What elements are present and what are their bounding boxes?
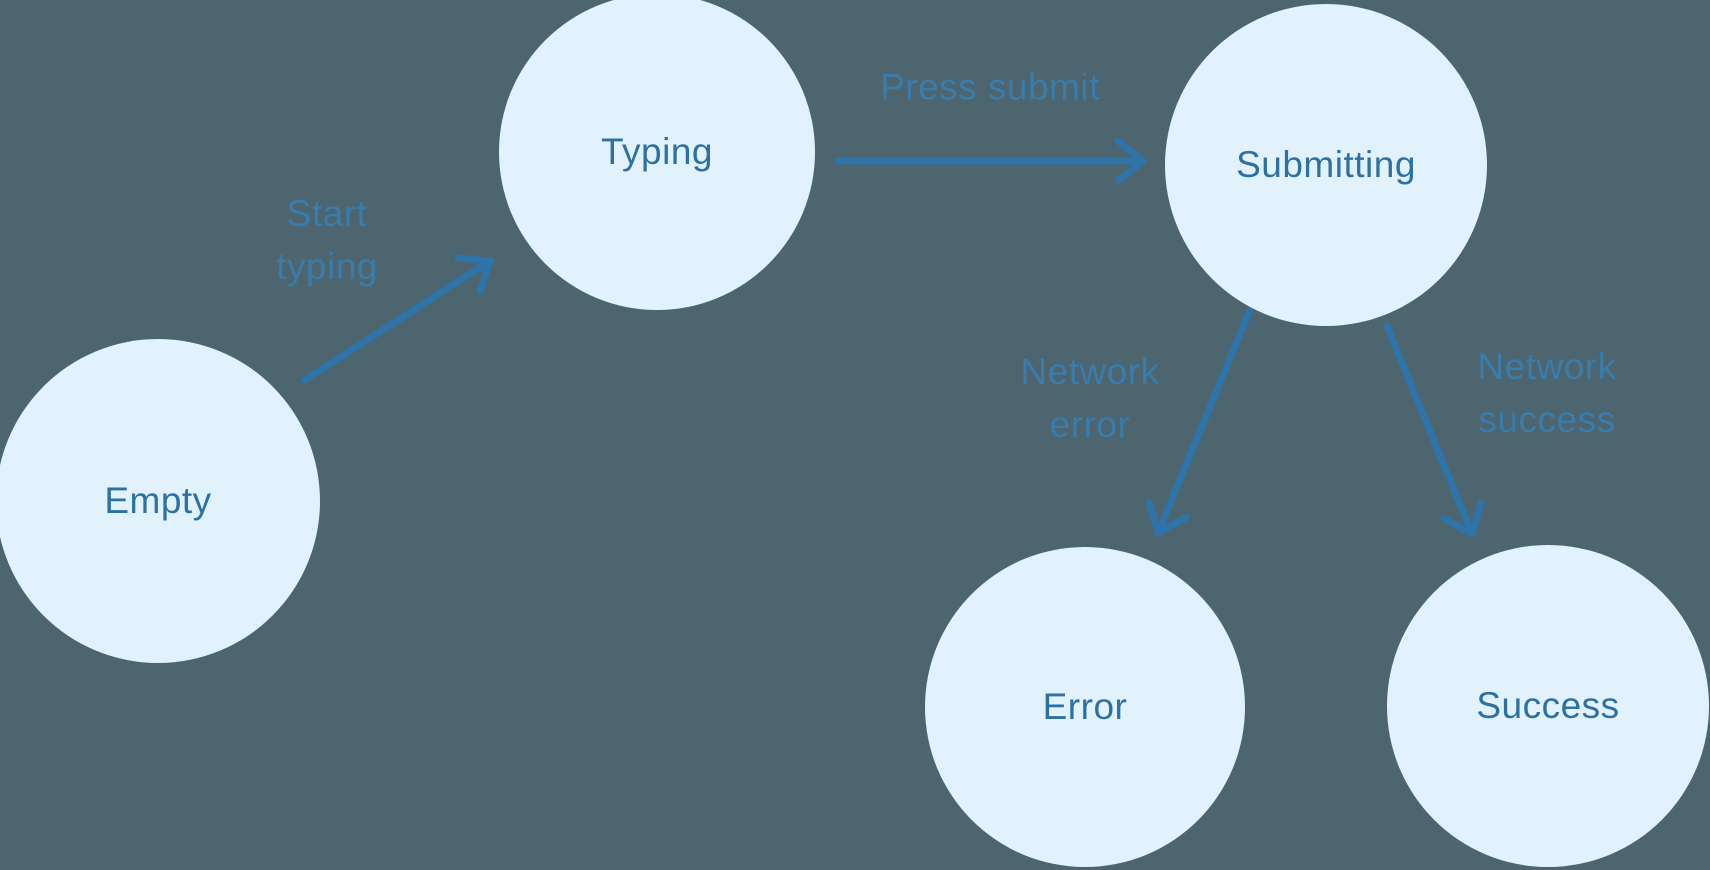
arrow-submitting-to-success bbox=[1383, 322, 1485, 538]
state-node-empty: Empty bbox=[0, 339, 320, 663]
state-label-error: Error bbox=[1042, 686, 1128, 727]
transition-label-line: typing bbox=[276, 246, 378, 287]
transition-label-line: Network bbox=[1477, 346, 1617, 387]
transition-label-line: error bbox=[1049, 404, 1131, 445]
transition-label-line: Network bbox=[1020, 351, 1160, 392]
state-node-error: Error bbox=[925, 547, 1245, 867]
state-label-typing: Typing bbox=[600, 131, 713, 172]
transition-label-start-typing: Start typing bbox=[276, 187, 378, 293]
transition-label-line: Start bbox=[286, 193, 368, 234]
state-node-submitting: Submitting bbox=[1165, 4, 1487, 326]
transition-label-network-success: Network success bbox=[1477, 340, 1616, 446]
transition-label-line: success bbox=[1478, 399, 1616, 440]
arrow-submitting-to-error bbox=[1145, 306, 1254, 537]
arrow-empty-to-typing bbox=[301, 254, 494, 384]
state-label-empty: Empty bbox=[104, 480, 212, 521]
transition-label-line: Press submit bbox=[880, 66, 1100, 108]
state-label-submitting: Submitting bbox=[1236, 144, 1416, 185]
state-label-success: Success bbox=[1476, 685, 1620, 726]
state-node-success: Success bbox=[1387, 545, 1709, 867]
state-node-typing: Typing bbox=[499, 0, 815, 310]
transition-label-press-submit: Press submit bbox=[880, 61, 1100, 114]
transition-label-network-error: Network error bbox=[1020, 345, 1159, 451]
